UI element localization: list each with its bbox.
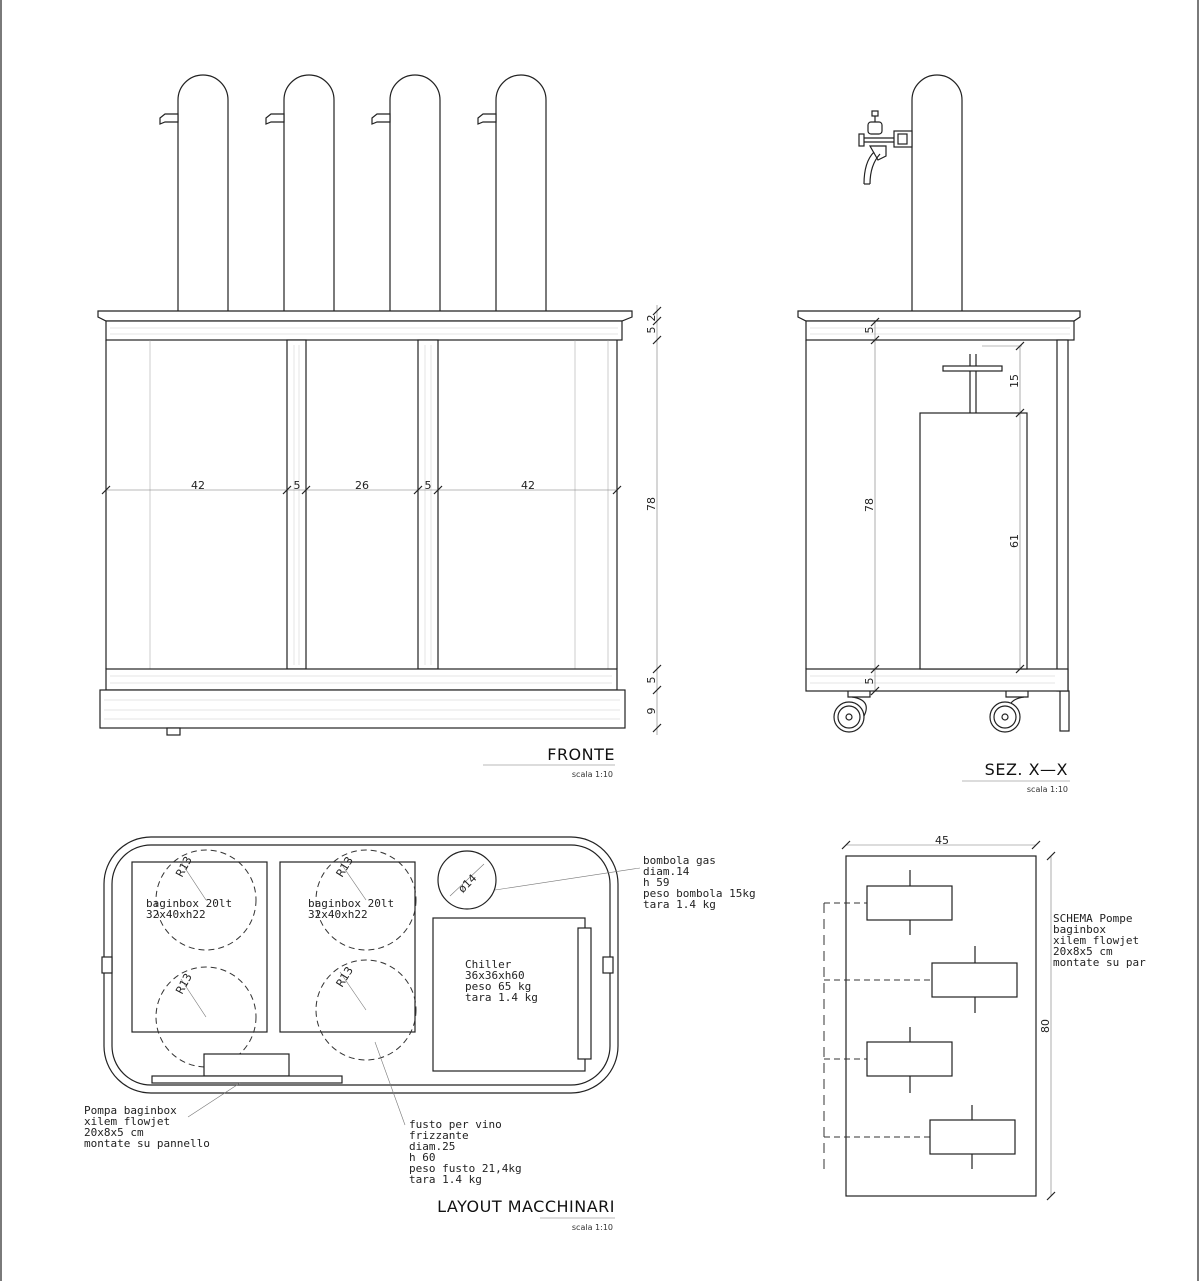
dim-front-height: 78 (645, 497, 658, 511)
section-top-rail (805, 320, 1075, 341)
chiller-size: 36x36xh60 (465, 969, 525, 982)
chiller (432, 917, 586, 1072)
layout-view: R13 R13 baginbox 20lt 32x40xh22 R13 R13 … (84, 836, 756, 1232)
section-tap-tower (911, 74, 963, 311)
note-keg-5: peso fusto 21,4kg (409, 1162, 522, 1175)
chiller-handle (577, 927, 592, 1060)
layout-view-scale: scala 1:10 (572, 1223, 613, 1232)
section-dim-keg-61: 61 (1008, 534, 1021, 548)
radius-circle-3 (315, 849, 417, 951)
schema-note-4: 20x8x5 cm (1053, 945, 1113, 958)
baginbox-left-label: baginbox 20lt (146, 897, 232, 910)
note-keg-6: tara 1.4 kg (409, 1173, 482, 1186)
baginbox-left (131, 861, 268, 1033)
front-view-scale: scala 1:10 (572, 770, 613, 779)
schema-pump-4 (824, 1105, 1016, 1169)
section-bottom-rail (805, 668, 1069, 692)
section-dim-height: 78 (863, 498, 876, 512)
baginbox-left-size: 32x40xh22 (146, 908, 206, 921)
front-foot (166, 727, 181, 736)
schema-pump-1 (824, 870, 953, 935)
section-view: 5 78 5 15 61 SEZ. X—X scala 1:10 (797, 74, 1081, 794)
note-gas-4: peso bombola 15kg (643, 887, 756, 900)
section-right-leg (1059, 690, 1070, 732)
note-gas-2: diam.14 (643, 865, 690, 878)
section-keg (919, 412, 1028, 670)
keg-handle (942, 365, 1003, 372)
dim-bay-left: 42 (191, 479, 205, 492)
pump-panel (151, 1075, 343, 1084)
dim-bay-right: 42 (521, 479, 535, 492)
note-gas-5: tara 1.4 kg (643, 898, 716, 911)
caster-right (989, 691, 1029, 733)
chiller-label: Chiller (465, 958, 512, 971)
baginbox-right (279, 861, 416, 1033)
schema-height-dim: 80 (1039, 1019, 1052, 1033)
leader-gas (494, 867, 641, 891)
schema-pump-2 (824, 946, 1018, 1013)
section-top-board (797, 310, 1081, 322)
chiller-tare: tara 1.4 kg (465, 991, 538, 1004)
dim-bottom-5: 5 (645, 677, 658, 684)
front-bottom-rail (105, 668, 618, 691)
schema-pump-3 (824, 1027, 953, 1093)
note-keg-1: fusto per vino (409, 1118, 502, 1131)
section-right-panel (1056, 339, 1069, 692)
section-dim-handle-15: 15 (1008, 374, 1021, 388)
section-view-title: SEZ. X—X (985, 760, 1068, 779)
tap-tower-3 (371, 74, 441, 311)
note-keg-2: frizzante (409, 1129, 469, 1142)
dim-top-5: 5 (645, 327, 658, 334)
dim-base-9: 9 (645, 708, 658, 715)
dim-post-right: 5 (425, 479, 432, 492)
note-keg-4: h 60 (409, 1151, 436, 1164)
schema-width-dim: 45 (935, 834, 949, 847)
pump-unit (203, 1053, 290, 1077)
note-gas-1: bombola gas (643, 854, 716, 867)
front-base (99, 689, 626, 729)
front-view-title: FRONTE (547, 745, 615, 764)
tap-tower-1 (159, 74, 229, 311)
note-pump-4: montate su pannello (84, 1137, 210, 1150)
front-top-rail (105, 320, 623, 341)
front-post-left (286, 339, 307, 670)
schema-note-5: montate su par (1053, 956, 1146, 969)
tap-tower-2 (265, 74, 335, 311)
note-keg-3: diam.25 (409, 1140, 455, 1153)
dim-post-left: 5 (294, 479, 301, 492)
note-pump-2: xilem flowjet (84, 1115, 170, 1128)
front-view: 42 5 26 5 42 2 5 78 5 9 FRONTE scala 1:1… (97, 74, 662, 779)
chiller-weight: peso 65 kg (465, 980, 531, 993)
schema-note-3: xilem flowjet (1053, 934, 1139, 947)
caster-left (833, 691, 871, 733)
tap-tower-4 (477, 74, 547, 311)
schema-note-2: baginbox (1053, 923, 1106, 936)
note-pump-1: Pompa baginbox (84, 1104, 177, 1117)
beer-faucet (858, 110, 913, 185)
leader-keg (374, 1041, 406, 1126)
layout-view-title: LAYOUT MACCHINARI (437, 1197, 615, 1216)
radius-circle-2 (155, 966, 257, 1068)
dim-bay-center: 26 (355, 479, 369, 492)
baginbox-right-size: 32x40xh22 (308, 908, 368, 921)
note-gas-3: h 59 (643, 876, 670, 889)
front-post-right (417, 339, 439, 670)
baginbox-right-label: baginbox 20lt (308, 897, 394, 910)
section-dim-bottom-5: 5 (863, 678, 876, 685)
schema-note-1: SCHEMA Pompe (1053, 912, 1132, 925)
front-top-board (97, 310, 633, 322)
dim-top-2: 2 (645, 315, 658, 322)
pump-schema-view: 45 80 SCHEMA Pompe b (823, 834, 1146, 1201)
section-view-scale: scala 1:10 (1027, 785, 1068, 794)
note-pump-3: 20x8x5 cm (84, 1126, 144, 1139)
section-dim-top-5: 5 (863, 327, 876, 334)
radius-circle-1 (155, 849, 257, 951)
radius-circle-4 (315, 959, 417, 1061)
leader-pump (187, 1082, 241, 1118)
